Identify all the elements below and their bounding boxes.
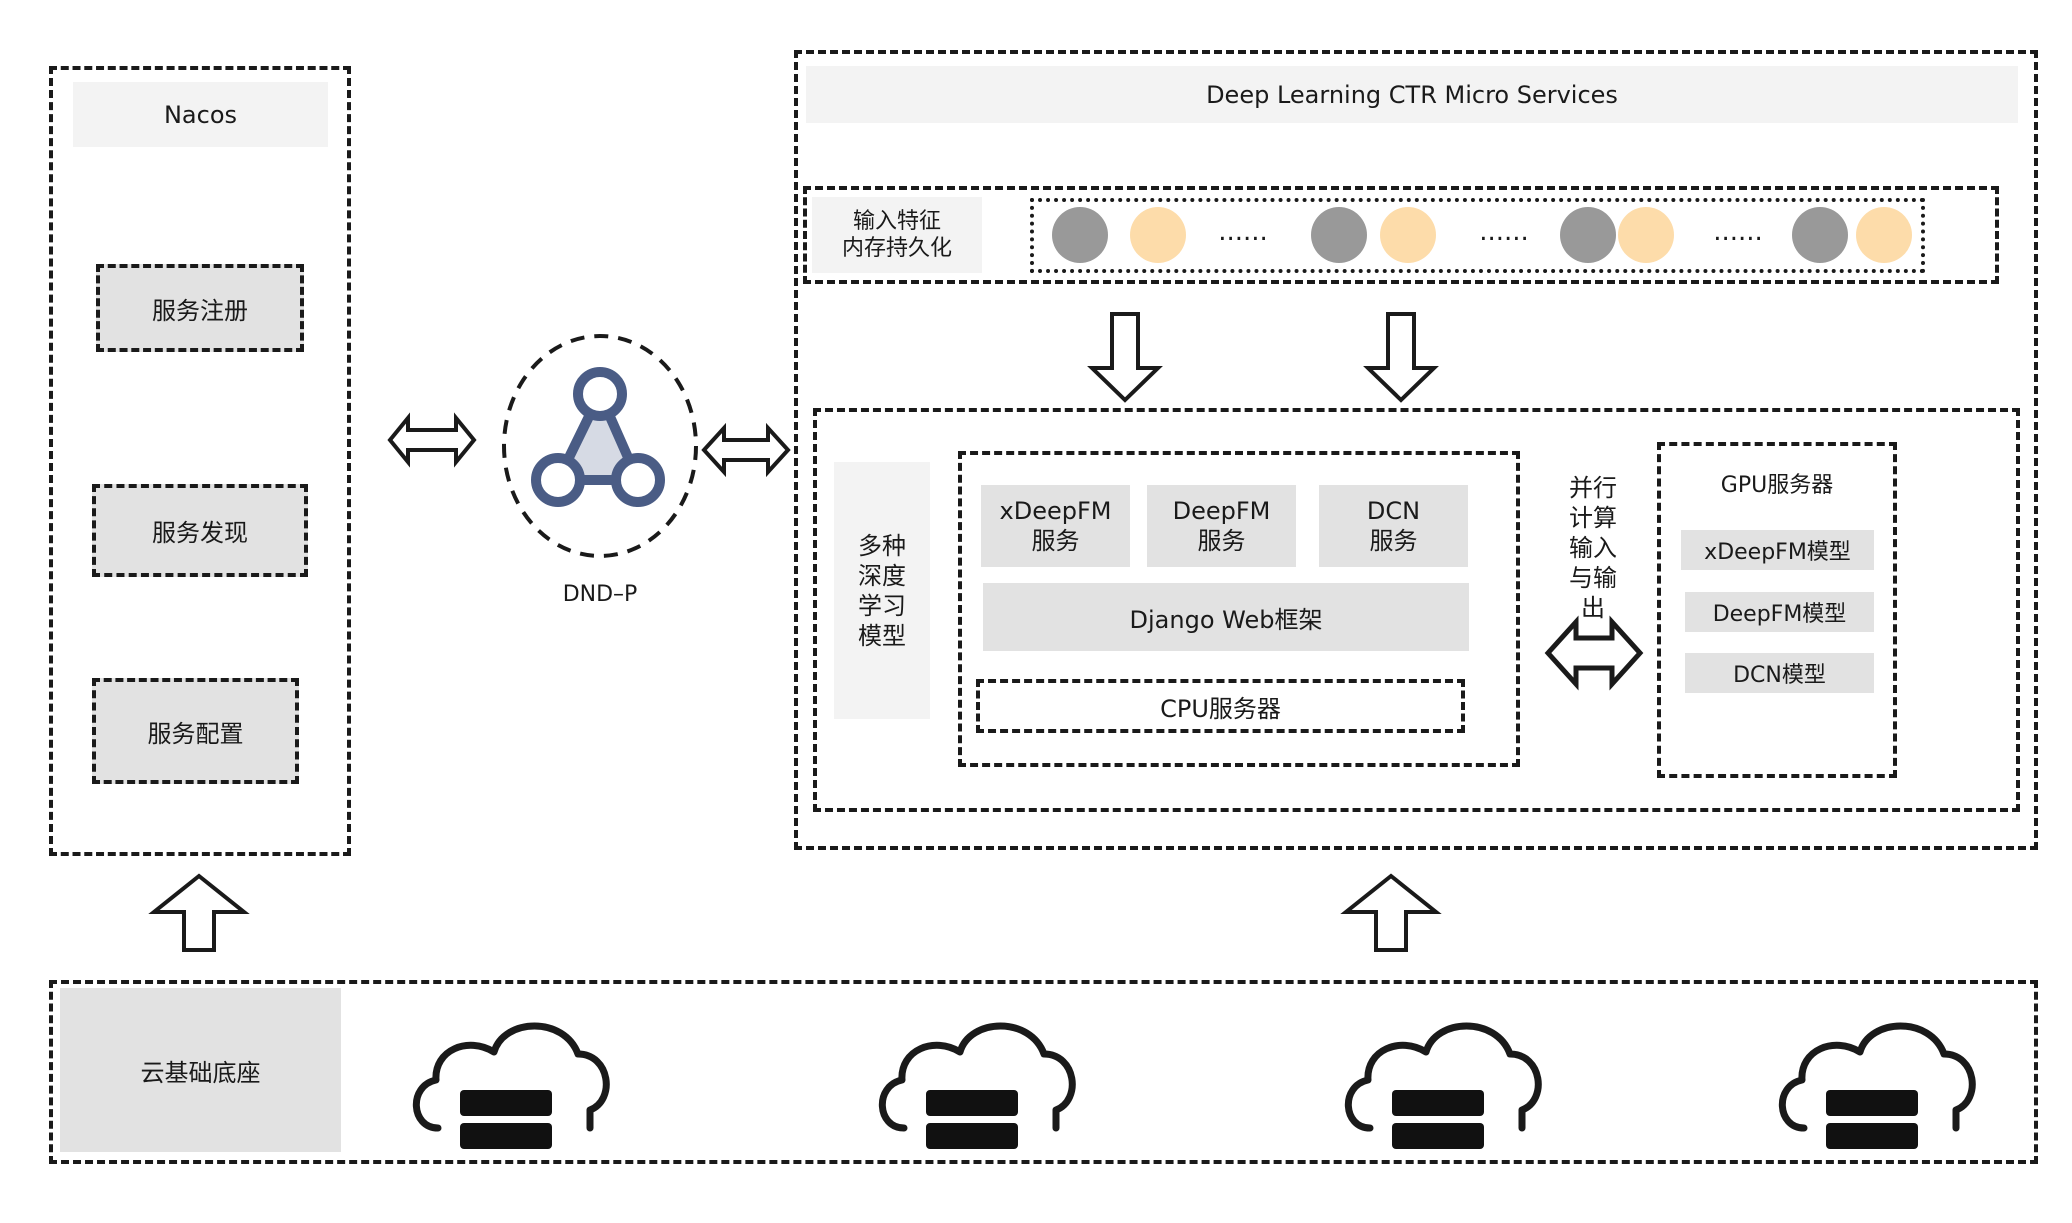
feature-dot-grey <box>1560 207 1616 263</box>
service-xdeepfm[interactable]: xDeepFM 服务 <box>981 485 1130 567</box>
cloud-label: 云基础底座 <box>60 988 341 1152</box>
ctr-panel <box>794 50 2038 850</box>
arrow-feature-down-2 <box>1363 312 1439 403</box>
cpu-server-label: CPU服务器 <box>1160 694 1281 723</box>
nacos-service-config-label: 服务配置 <box>147 719 244 748</box>
gpu-title: GPU服务器 <box>1720 473 1834 498</box>
feature-dot-peach <box>1380 207 1436 263</box>
feature-panel <box>803 186 1999 284</box>
hub-label: DND–P <box>562 581 638 607</box>
gpu-block <box>1657 442 1897 778</box>
nacos-service-discovery[interactable] <box>92 484 308 577</box>
service-dcn[interactable]: DCN 服务 <box>1319 485 1468 567</box>
arrow-cloud-up-nacos <box>148 873 250 952</box>
feature-ellipsis: ...... <box>1713 217 1763 247</box>
arrow-nacos-hub <box>387 412 477 468</box>
gpu-model-dcn[interactable]: DCN模型 <box>1685 653 1874 693</box>
hub-circle <box>502 334 698 558</box>
cloud-panel <box>49 980 2038 1164</box>
django-framework[interactable]: Django Web框架 <box>983 583 1469 651</box>
parallel-label: 并行 计算 输入 与输 出 <box>1569 474 1617 622</box>
arrow-cpu-gpu <box>1544 615 1644 691</box>
models-panel <box>813 408 2020 812</box>
feature-dot-grey <box>1052 207 1108 263</box>
cluster-icon <box>531 367 665 507</box>
gpu-model-deepfm[interactable]: DeepFM模型 <box>1685 592 1874 632</box>
gpu-model-xdeepfm[interactable]: xDeepFM模型 <box>1681 530 1874 570</box>
feature-ellipsis: ...... <box>1218 217 1268 247</box>
nacos-title: Nacos <box>73 82 328 147</box>
feature-queue <box>1030 198 1925 273</box>
feature-items <box>1052 207 1912 263</box>
feature-label-line1: 输入特征 <box>852 208 941 234</box>
arrow-feature-down-1 <box>1087 312 1163 403</box>
arrow-cloud-up-ctr <box>1340 873 1442 952</box>
nacos-service-config[interactable] <box>92 678 299 784</box>
feature-dot-grey <box>1311 207 1367 263</box>
feature-dot-peach <box>1130 207 1186 263</box>
models-label: 多种 深度 学习 模型 <box>834 462 930 719</box>
feature-dot-peach <box>1856 207 1912 263</box>
nacos-panel <box>49 66 351 856</box>
cpu-block <box>958 451 1520 767</box>
nacos-service-discovery-label: 服务发现 <box>152 519 248 547</box>
feature-label: 输入特征 内存持久化 <box>812 197 982 273</box>
service-deepfm[interactable]: DeepFM 服务 <box>1147 485 1296 567</box>
arrow-hub-ctr <box>701 422 791 478</box>
feature-ellipsis: ...... <box>1479 217 1529 247</box>
feature-label-line2: 内存持久化 <box>841 236 952 261</box>
feature-dot-grey <box>1792 207 1848 263</box>
nacos-service-register[interactable] <box>96 264 304 352</box>
ctr-title: Deep Learning CTR Micro Services <box>806 66 2018 123</box>
feature-dot-peach <box>1618 207 1674 263</box>
nacos-service-register-label: 服务注册 <box>152 296 248 325</box>
cpu-server <box>976 679 1465 733</box>
